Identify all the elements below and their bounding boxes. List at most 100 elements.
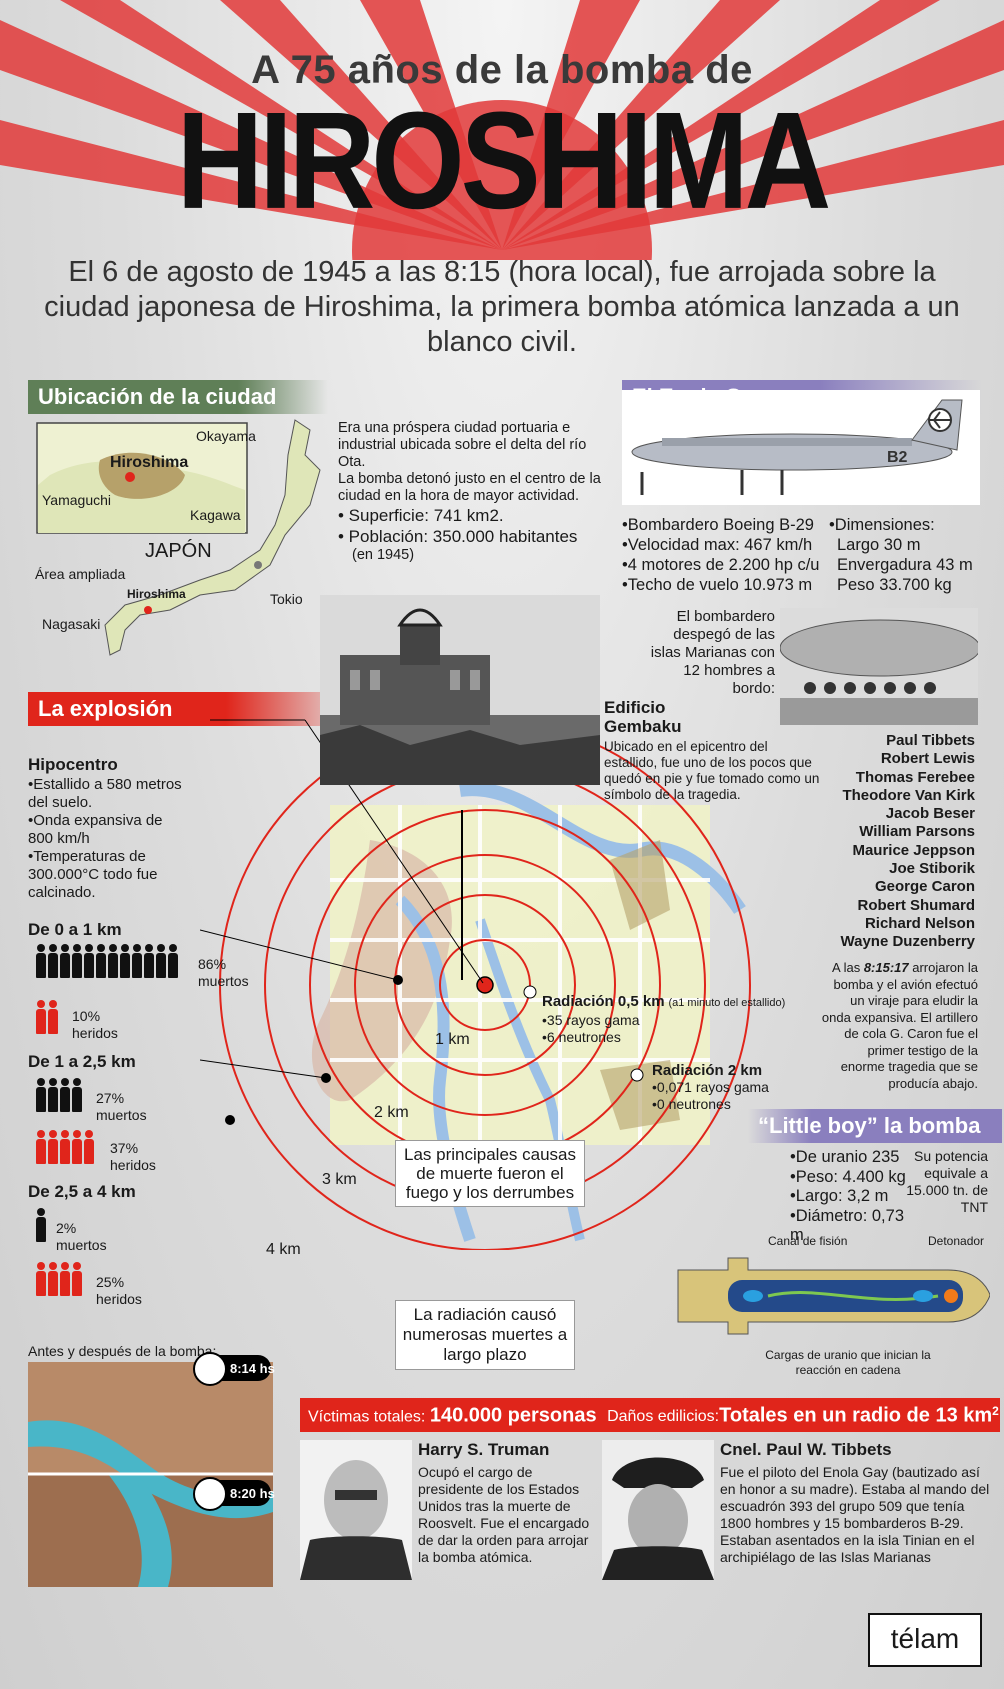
damage-sup: 2 bbox=[992, 1404, 999, 1418]
zone1-dead: 86% muertos bbox=[198, 956, 249, 989]
enola-dim: Peso 33.700 kg bbox=[837, 576, 952, 594]
crew-member: Robert Shumard bbox=[857, 896, 975, 914]
crew-member: Paul Tibbets bbox=[886, 732, 975, 749]
damage-label: Daños edilicios: bbox=[607, 1408, 720, 1426]
map-label-kagawa: Kagawa bbox=[190, 507, 241, 523]
gembaku-info: Edificio Gembaku Ubicado en el epicentro… bbox=[604, 698, 824, 803]
littleboy-spec: •Peso: 4.400 kg bbox=[790, 1167, 906, 1186]
crew-member: George Caron bbox=[874, 878, 975, 896]
crew-member: Joe Stiborik bbox=[889, 860, 975, 878]
rad2-item: •0 neutrones bbox=[652, 1096, 731, 1112]
enola-spec: •4 motores de 2.200 hp c/u bbox=[622, 556, 820, 574]
lead-text: El 6 de agosto de 1945 a las 8:15 (hora … bbox=[44, 256, 960, 358]
map-label-tokio: Tokio bbox=[270, 591, 303, 607]
rad2-item: •0,071 rayos gama bbox=[652, 1079, 769, 1095]
enola-specs: •Bombardero Boeing B-29 •Velocidad max: … bbox=[622, 515, 822, 595]
location-population-note: (en 1945) bbox=[352, 547, 415, 563]
clock-icon bbox=[193, 1352, 227, 1386]
crew-member: Wayne Duzenberry bbox=[840, 933, 975, 951]
crew-member: Thomas Ferebee bbox=[855, 768, 975, 786]
enola-dim: Largo 30 m bbox=[837, 536, 921, 554]
littleboy-bomb-diagram bbox=[677, 1257, 990, 1335]
map-label-japan: JAPÓN bbox=[145, 540, 212, 562]
truman-name: Harry S. Truman bbox=[418, 1440, 550, 1459]
hypocenter-item: •Temperaturas de 300.000°C todo fue calc… bbox=[28, 848, 158, 901]
radius-label: 1 km bbox=[435, 1031, 470, 1048]
radiation-box: La radiación causó numerosas muertes a l… bbox=[395, 1300, 575, 1370]
hypocenter-info: Hipocentro •Estallido a 580 metros del s… bbox=[28, 756, 188, 902]
zone-label: De 2,5 a 4 km bbox=[28, 1182, 136, 1201]
zone3-injured: 25% heridos bbox=[96, 1274, 142, 1307]
victims-label: Víctimas totales: bbox=[308, 1408, 426, 1426]
victims-value: 140.000 personas bbox=[429, 1404, 597, 1427]
gembaku-dome-photo bbox=[320, 595, 600, 785]
totals-line: Víctimas totales: 140.000 personas Daños… bbox=[308, 1404, 999, 1427]
time-before: 8:14 hs bbox=[230, 1361, 275, 1376]
hypocenter-item: •Onda expansiva de 800 km/h bbox=[28, 812, 163, 847]
gembaku-title: Edificio Gembaku bbox=[604, 698, 682, 736]
hypocenter-item: •Estallido a 580 metros del suelo. bbox=[28, 776, 182, 811]
crew-member: Maurice Jeppson bbox=[852, 841, 975, 859]
before-after-photo bbox=[28, 1362, 273, 1587]
radius-label: 2 km bbox=[374, 1104, 409, 1121]
crew-intro: El bombardero despegó de las islas Maria… bbox=[650, 608, 775, 697]
enola-spec: •Velocidad max: 467 km/h bbox=[622, 536, 813, 554]
radius-label: 3 km bbox=[322, 1171, 357, 1188]
label-detonator: Detonador bbox=[928, 1234, 985, 1248]
hypocenter-title: Hipocentro bbox=[28, 755, 118, 774]
crew-member: William Parsons bbox=[859, 823, 975, 841]
crew-photo bbox=[780, 608, 978, 725]
zone2-injured: 37% heridos bbox=[110, 1140, 156, 1173]
time-after: 8:20 hs bbox=[230, 1486, 275, 1501]
location-heading: Ubicación de la ciudad bbox=[28, 380, 328, 414]
crew-member: Richard Nelson bbox=[864, 914, 975, 932]
blast-radius-map bbox=[200, 719, 751, 1250]
label-fission-channel: Canal de fisión bbox=[768, 1234, 848, 1248]
crew-member: Theodore Van Kirk bbox=[842, 786, 975, 804]
littleboy-spec: •Largo: 3,2 m bbox=[790, 1187, 889, 1205]
littleboy-heading: “Little boy” la bomba bbox=[748, 1109, 1002, 1143]
before-after-title: Antes y después de la bomba: bbox=[28, 1343, 217, 1359]
map-label-okayama: Okayama bbox=[196, 428, 256, 444]
tibbets-portrait bbox=[602, 1440, 714, 1580]
zone1-dead-people bbox=[36, 944, 180, 983]
map-label-hiroshima-small: Hiroshima bbox=[127, 587, 186, 601]
rad05-item: •35 rayos gama bbox=[542, 1012, 640, 1028]
pretitle: A 75 años de la bomba de bbox=[251, 48, 753, 92]
zone2-dead: 27% muertos bbox=[96, 1090, 147, 1123]
littleboy-power: Su potencia equivale a 15.000 tn. de TNT bbox=[906, 1148, 988, 1215]
location-desc-2: La bomba detonó justo en el centro de la… bbox=[338, 471, 601, 504]
b29-bomber-image: B2 bbox=[622, 390, 980, 505]
totals-bar bbox=[300, 1398, 1000, 1432]
map-label-hiroshima: Hiroshima bbox=[110, 454, 189, 471]
map-label-area: Área ampliada bbox=[35, 566, 126, 582]
location-desc-1: Era una próspera ciudad portuaria e indu… bbox=[338, 420, 587, 470]
truman-portrait bbox=[300, 1440, 412, 1580]
truman-info: Harry S. Truman Ocupó el cargo de presid… bbox=[418, 1440, 598, 1566]
rising-sun-rays bbox=[0, 0, 1004, 260]
damage-value: Totales en un radio de 13 km bbox=[719, 1404, 993, 1427]
zone-label: De 1 a 2,5 km bbox=[28, 1052, 136, 1071]
littleboy-spec: •De uranio 235 bbox=[790, 1148, 900, 1166]
enola-spec: •Techo de vuelo 10.973 m bbox=[622, 576, 813, 594]
tibbets-name: Cnel. Paul W. Tibbets bbox=[720, 1440, 892, 1459]
drop-time: 8:15:17 bbox=[863, 960, 909, 975]
after-drop-text: A las 8:15:17 arrojaron la bomba y el av… bbox=[821, 960, 978, 1091]
gembaku-text: Ubicado en el epicentro del estallido, f… bbox=[604, 739, 820, 802]
enola-dimensions: •Dimensiones: Largo 30 m Envergadura 43 … bbox=[829, 515, 979, 595]
page-title: HIROSHIMA bbox=[176, 83, 832, 238]
crew-list: Paul Tibbets Robert Lewis Thomas Ferebee… bbox=[790, 732, 975, 952]
telam-logo[interactable]: télam bbox=[868, 1613, 982, 1667]
location-description: Era una próspera ciudad portuaria e indu… bbox=[338, 420, 608, 564]
radiation-05: Radiación 0,5 km (a1 minuto del estallid… bbox=[542, 993, 802, 1046]
radius-label: 4 km bbox=[266, 1241, 301, 1258]
tibbets-text: Fue el piloto del Enola Gay (bautizado a… bbox=[720, 1464, 990, 1565]
zone3-dead-people bbox=[36, 1208, 48, 1247]
location-surface: • Superficie: 741 km2. bbox=[338, 506, 504, 525]
radiation-2: Radiación 2 km •0,071 rayos gama •0 neut… bbox=[652, 1062, 802, 1113]
b29-tail-number: B2 bbox=[887, 449, 908, 466]
zone2-injured-people bbox=[36, 1130, 96, 1169]
tibbets-info: Cnel. Paul W. Tibbets Fue el piloto del … bbox=[720, 1440, 990, 1566]
rad05-note: (a1 minuto del estallido) bbox=[668, 997, 786, 1009]
